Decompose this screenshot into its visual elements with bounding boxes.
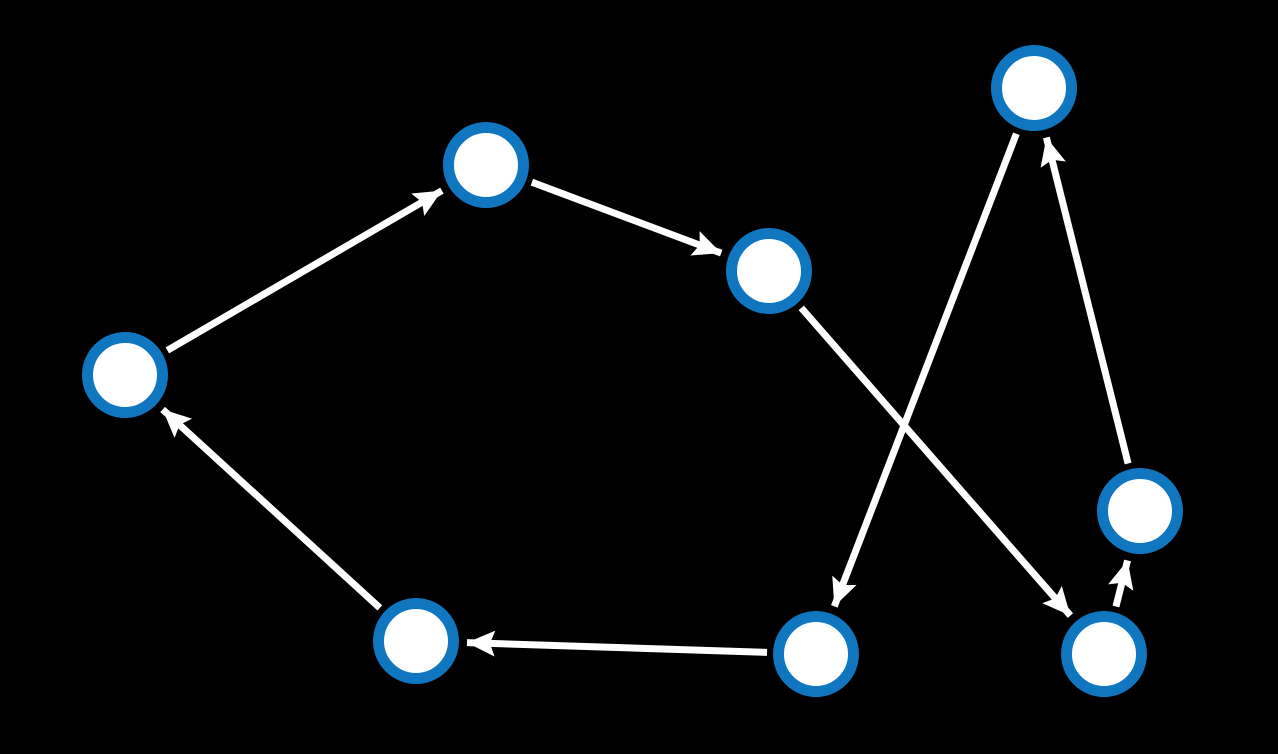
graph-edge-bottom-left-to-left [160, 406, 383, 611]
graph-edge-upper-middle-to-middle [530, 178, 723, 257]
graph-node-bottom-right[interactable] [1061, 611, 1147, 697]
graph-edge-bottom-middle-to-bottom-left [466, 630, 768, 657]
graph-node-left[interactable] [82, 332, 168, 418]
graph-node-upper-middle[interactable] [443, 122, 529, 208]
graph-edge-left-to-upper-middle [165, 187, 444, 354]
graph-node-bottom-left[interactable] [373, 598, 459, 684]
graph-edge-bottom-right-to-right-middle [1108, 559, 1134, 608]
graph-node-bottom-middle[interactable] [773, 611, 859, 697]
graph-edge-top-right-to-bottom-middle [831, 132, 1020, 608]
graph-edge-right-middle-to-top-right [1040, 136, 1132, 465]
graph-edge-middle-to-bottom-right [798, 305, 1074, 618]
graph-node-middle[interactable] [726, 228, 812, 314]
graph-node-top-right[interactable] [991, 45, 1077, 131]
graph-node-right-middle[interactable] [1097, 468, 1183, 554]
